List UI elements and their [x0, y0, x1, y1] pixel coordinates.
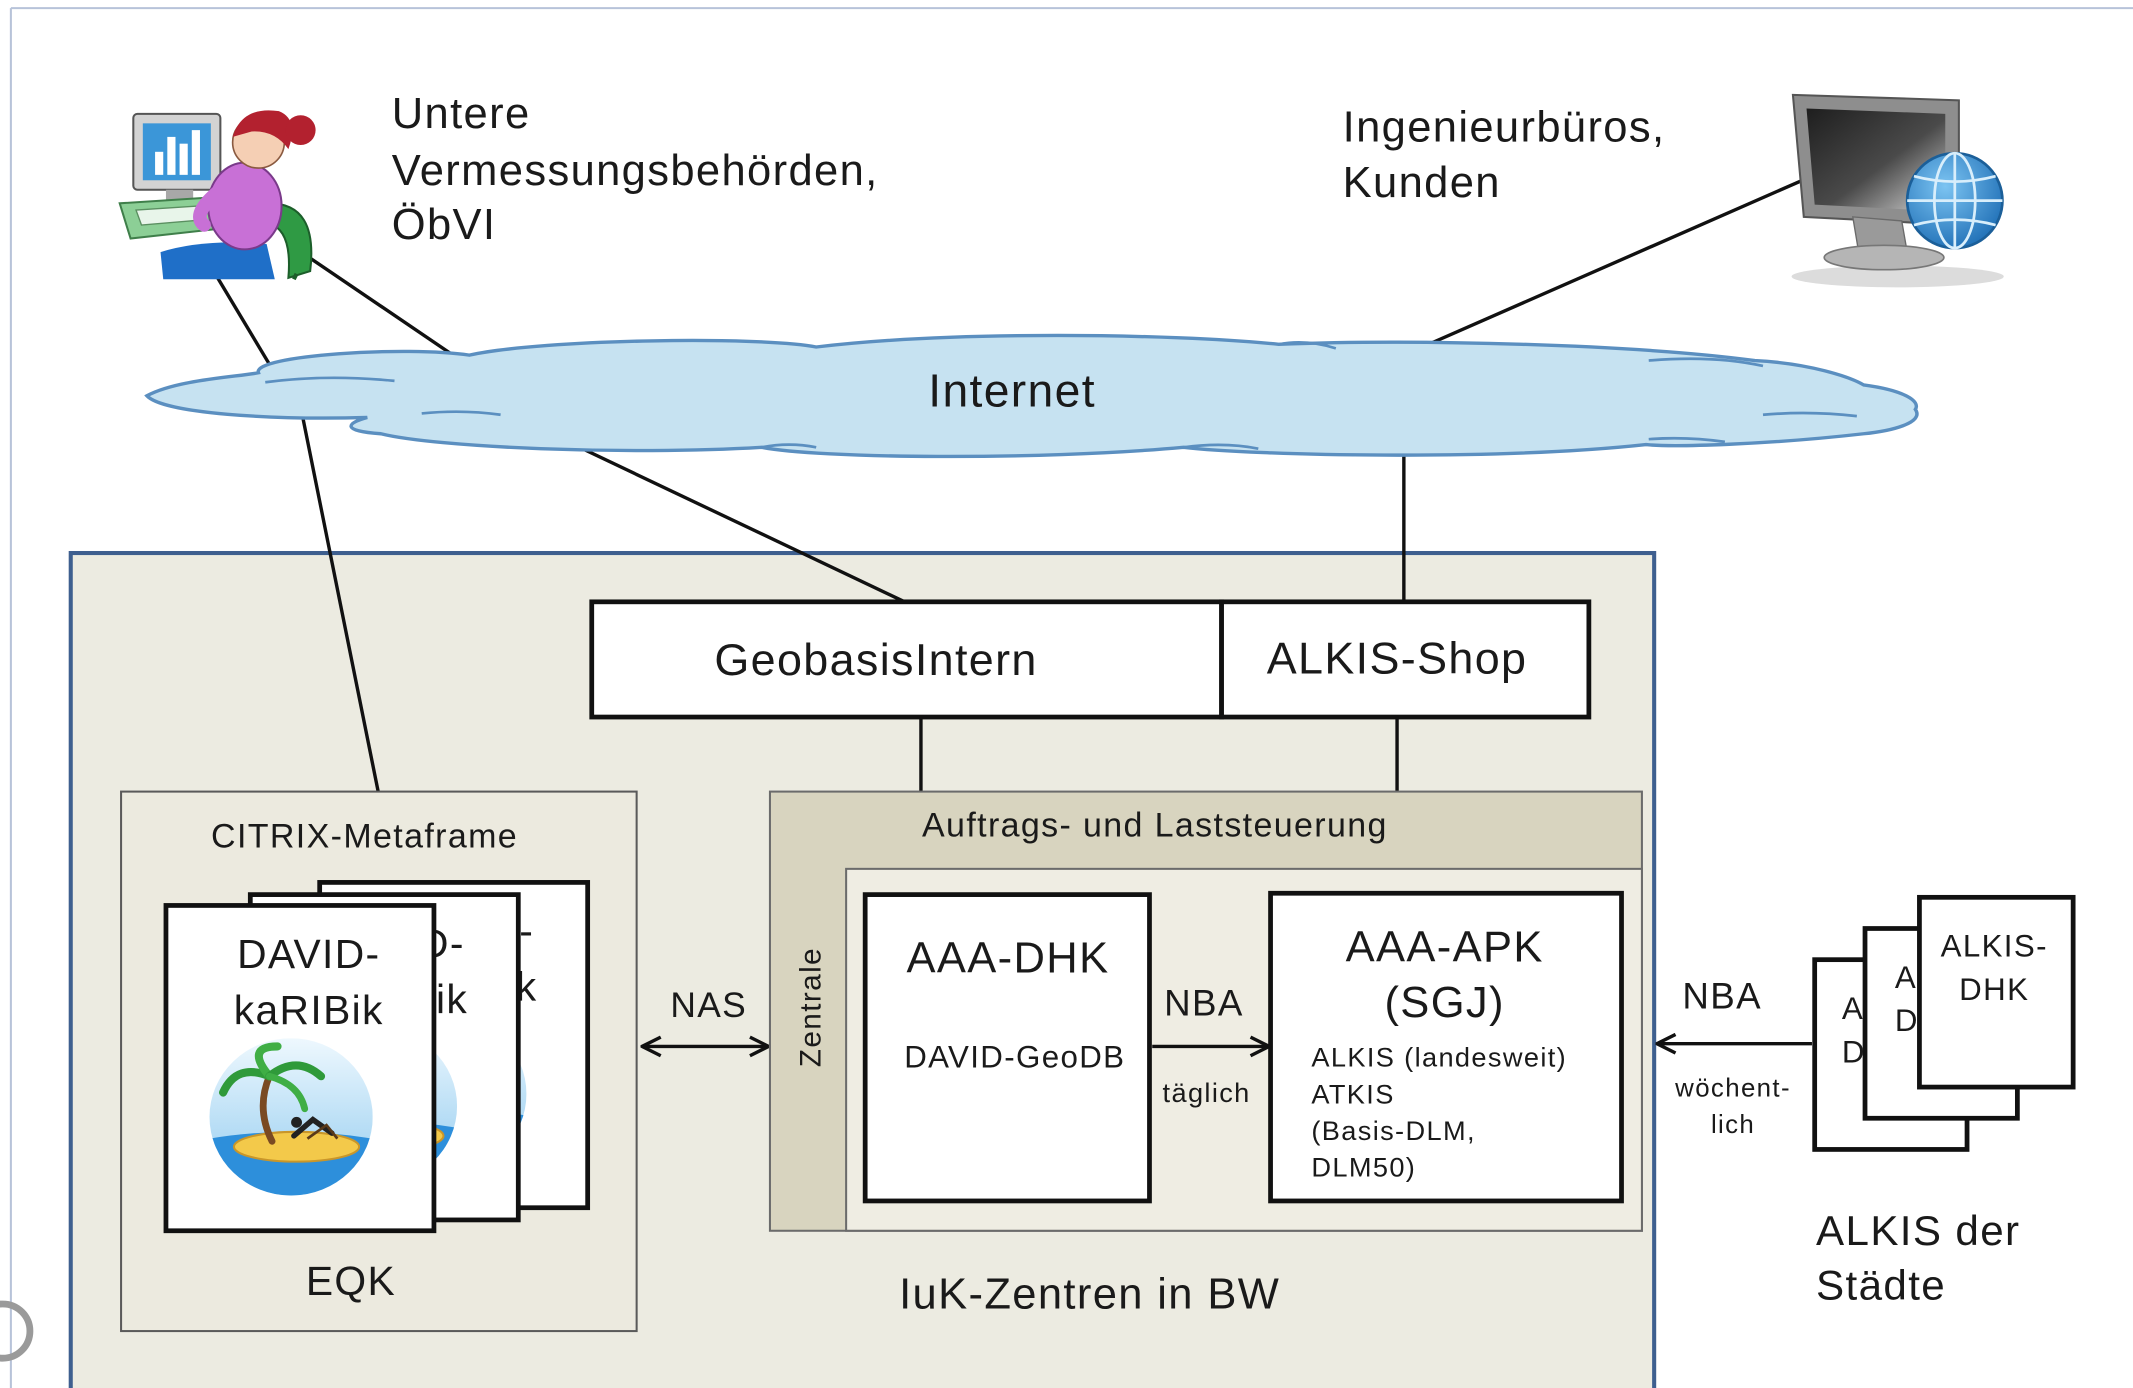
aaa-dhk-box [862, 892, 1152, 1204]
users-left-line-2: Vermessungsbehörden, [392, 147, 879, 195]
alkis-shop-label: ALKIS-Shop [1267, 634, 1528, 684]
monitor-globe-icon [1791, 93, 2004, 288]
citrix-metaframe-box: CITRIX-Metaframe DAVID- kaRIBik DAVID- k… [120, 790, 638, 1333]
citrix-title: CITRIX-Metaframe [211, 817, 518, 855]
aaa-apk-title-line-1: AAA-APK [1346, 924, 1544, 972]
cities-caption-line-1: ALKIS der [1816, 1207, 2020, 1254]
users-left-line-3: ÖbVI [392, 201, 497, 249]
nba-daily-frequency: täglich [1163, 1077, 1251, 1108]
aaa-apk-content-1: ALKIS (landesweit) [1311, 1042, 1567, 1073]
nba-weekly-label: NBA [1682, 976, 1762, 1017]
connection-internet-to-geobasisintern [550, 432, 906, 604]
nba-daily-label: NBA [1164, 983, 1244, 1024]
zentrale-header: Auftrags- und Laststeuerung [922, 807, 1388, 845]
city-documents: ALKIS- DHK ALKIS- DHK ALKIS- DHK [1812, 894, 2076, 1152]
eqk-caption: EQK [306, 1258, 396, 1304]
nba-weekly-frequency-line-2: lich [1711, 1111, 1755, 1139]
alkis-shop-box [1219, 599, 1592, 720]
zentrale-block: Auftrags- und Laststeuerung Zentrale AAA… [768, 790, 1643, 1232]
users-left-line-1: Untere [392, 90, 531, 138]
cloud-contour-marks [265, 340, 1858, 450]
aaa-dhk-title: AAA-DHK [907, 934, 1110, 982]
document-title-line-2: kaRIBik [234, 987, 384, 1033]
users-right-line-2: Kunden [1343, 159, 1501, 207]
nas-label: NAS [670, 986, 747, 1025]
document-sheet [1917, 894, 2076, 1090]
aaa-apk-title-line-2: (SGJ) [1384, 979, 1504, 1027]
internet-cloud: Internet [144, 333, 1919, 459]
city-document-front: ALKIS- DHK [1917, 894, 2076, 1090]
connection-user-to-internet-1 [216, 277, 274, 370]
aaa-apk-content-3: (Basis-DLM, [1311, 1115, 1476, 1146]
cities-caption-line-2: Städte [1816, 1262, 1946, 1309]
document-title-line-1: DAVID- [237, 931, 380, 977]
aaa-apk-box [1268, 890, 1624, 1204]
internet-label: Internet [928, 364, 1096, 416]
aaa-apk-content-2: ATKIS [1311, 1078, 1394, 1109]
connection-client-to-internet [1403, 178, 1804, 357]
portal-row: GeobasisIntern ALKIS-Shop [589, 599, 1592, 720]
eqk-document-front: DAVID- kaRIBik [163, 903, 437, 1234]
aaa-apk-content-4: DLM50) [1311, 1152, 1416, 1183]
beach-palm-icon [209, 1038, 372, 1195]
geobasisintern-box [589, 599, 1224, 720]
geobasisintern-label: GeobasisIntern [714, 635, 1037, 685]
connection-internet-to-citrix [300, 413, 380, 792]
document-title-line-1: ALKIS- [1941, 929, 2048, 964]
cloud-shape [144, 333, 1919, 459]
iuk-container-label: IuK-Zentren in BW [899, 1271, 1280, 1319]
person-at-computer-icon [118, 110, 316, 281]
nba-weekly-frequency-line-1: wöchent- [1674, 1074, 1791, 1102]
connection-user-to-internet-2 [298, 249, 459, 360]
zentrale-side-label: Zentrale [794, 947, 827, 1067]
users-right-line-1: Ingenieurbüros, [1343, 103, 1666, 151]
corner-decoration [0, 1300, 34, 1362]
aaa-dhk-subtitle: DAVID-GeoDB [904, 1040, 1125, 1075]
document-title-line-2: DHK [1959, 972, 2029, 1007]
